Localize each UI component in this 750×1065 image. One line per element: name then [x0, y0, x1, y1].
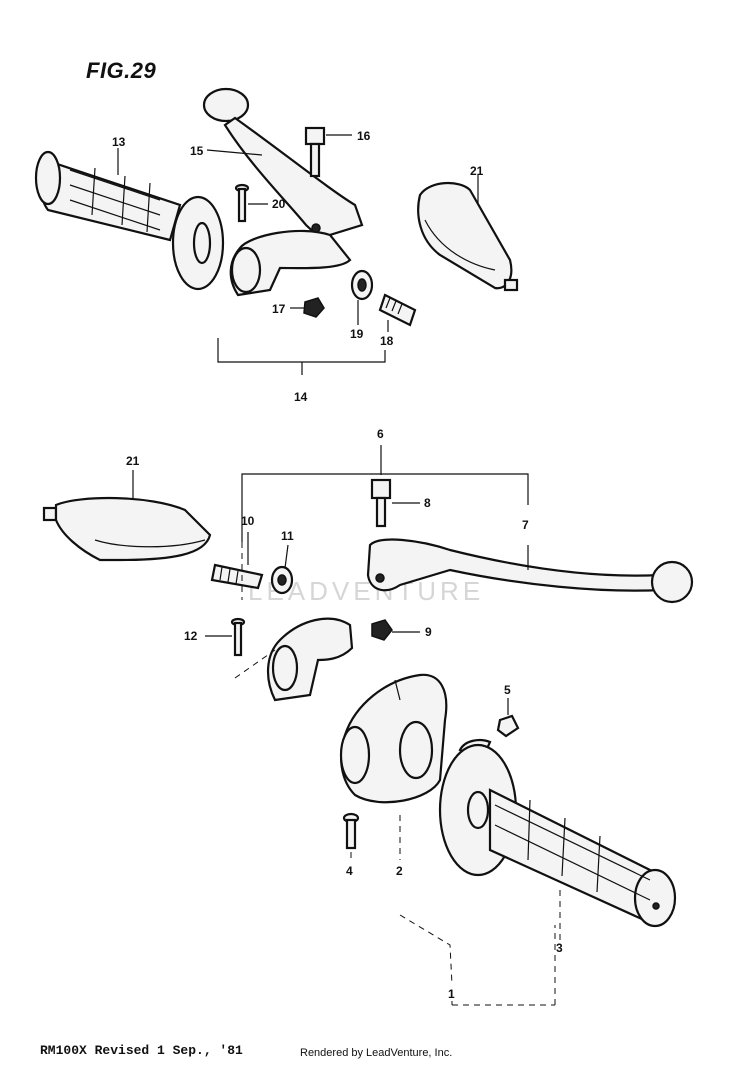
- brake-lever-bracket: [266, 617, 354, 702]
- callout-11: 11: [281, 529, 294, 543]
- callout-12: 12: [184, 629, 198, 643]
- clamp-screw-lower: [230, 617, 246, 657]
- callout-19: 19: [350, 327, 364, 341]
- cable-end-5: [496, 714, 520, 738]
- clutch-lever: [202, 87, 364, 240]
- group-bracket-14: [217, 338, 386, 363]
- left-grip: [34, 150, 225, 291]
- throttle-grip: [438, 739, 677, 928]
- render-credit: Rendered by LeadVenture, Inc.: [300, 1047, 453, 1059]
- callout-4: 4: [346, 864, 353, 878]
- callout-14: 14: [294, 390, 308, 404]
- figure-title: FIG.29: [86, 58, 157, 83]
- adjuster-bolt-10: [210, 563, 264, 590]
- callout-2: 2: [396, 864, 403, 878]
- callout-5: 5: [504, 683, 511, 697]
- callout-16: 16: [357, 129, 371, 143]
- callout-21-lower: 21: [126, 454, 140, 468]
- callout-9: 9: [425, 625, 432, 639]
- callout-21-upper: 21: [470, 164, 484, 178]
- clutch-lever-bracket: [229, 229, 352, 297]
- callout-10: 10: [241, 514, 255, 528]
- brake-lever: [366, 538, 694, 604]
- callout-6: 6: [377, 427, 384, 441]
- callout-15: 15: [190, 144, 204, 158]
- callout-3: 3: [556, 941, 563, 955]
- callout-7: 7: [522, 518, 529, 532]
- brake-pivot-bolt: [370, 478, 392, 528]
- group-bracket-7: [241, 473, 529, 542]
- callout-8: 8: [424, 496, 431, 510]
- housing-screw: [342, 812, 360, 850]
- callout-17: 17: [272, 302, 286, 316]
- callout-13: 13: [112, 135, 126, 149]
- model-revision-note: RM100X Revised 1 Sep., '81: [40, 1043, 243, 1058]
- washer-11: [270, 565, 294, 595]
- clamp-screw-upper: [234, 183, 250, 223]
- callout-20: 20: [272, 197, 286, 211]
- lever-cover-lower: [42, 496, 212, 562]
- adjuster-bolt-18: [378, 293, 417, 327]
- callout-1: 1: [448, 987, 455, 1001]
- throttle-housing: [339, 673, 448, 804]
- nut-9: [371, 619, 393, 641]
- nut-17: [303, 297, 325, 318]
- lever-pivot-bolt: [304, 126, 326, 178]
- lever-cover-upper: [417, 182, 519, 292]
- callout-18: 18: [380, 334, 394, 348]
- washer-19: [350, 269, 374, 301]
